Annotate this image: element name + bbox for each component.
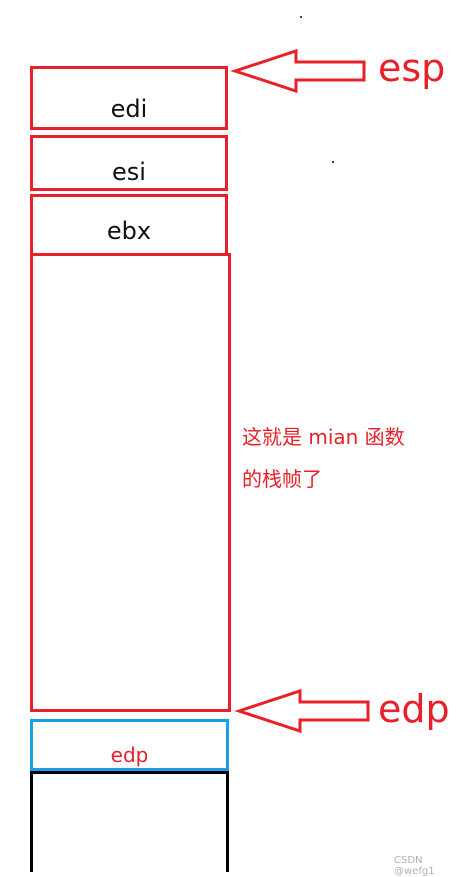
esp-pointer-label: esp xyxy=(378,46,446,90)
watermark: CSDN @wefg1 xyxy=(394,855,435,877)
stack-slot-esi: esi xyxy=(30,135,228,191)
stack-slot-edi: edi xyxy=(30,66,228,130)
slot-label-ebx: ebx xyxy=(106,217,152,245)
saved-ebp-slot: edp xyxy=(30,719,229,771)
edp-pointer-label: edp xyxy=(378,687,450,731)
slot-label-esi: esi xyxy=(112,158,146,186)
edp-arrow-icon xyxy=(234,688,370,734)
stack-slot-ebx: ebx xyxy=(30,194,228,256)
stray-dot xyxy=(300,16,302,18)
slot-label-edi: edi xyxy=(110,95,148,123)
stray-dot xyxy=(332,161,334,163)
stack-frame-note-line2: 的栈帧了 xyxy=(242,467,322,491)
saved-ebp-label: edp xyxy=(110,743,149,767)
lower-stack-region xyxy=(30,771,229,872)
stack-frame-note-line1: 这就是 mian 函数 xyxy=(242,425,405,449)
esp-arrow-icon xyxy=(230,48,366,94)
main-stack-frame xyxy=(30,253,231,712)
